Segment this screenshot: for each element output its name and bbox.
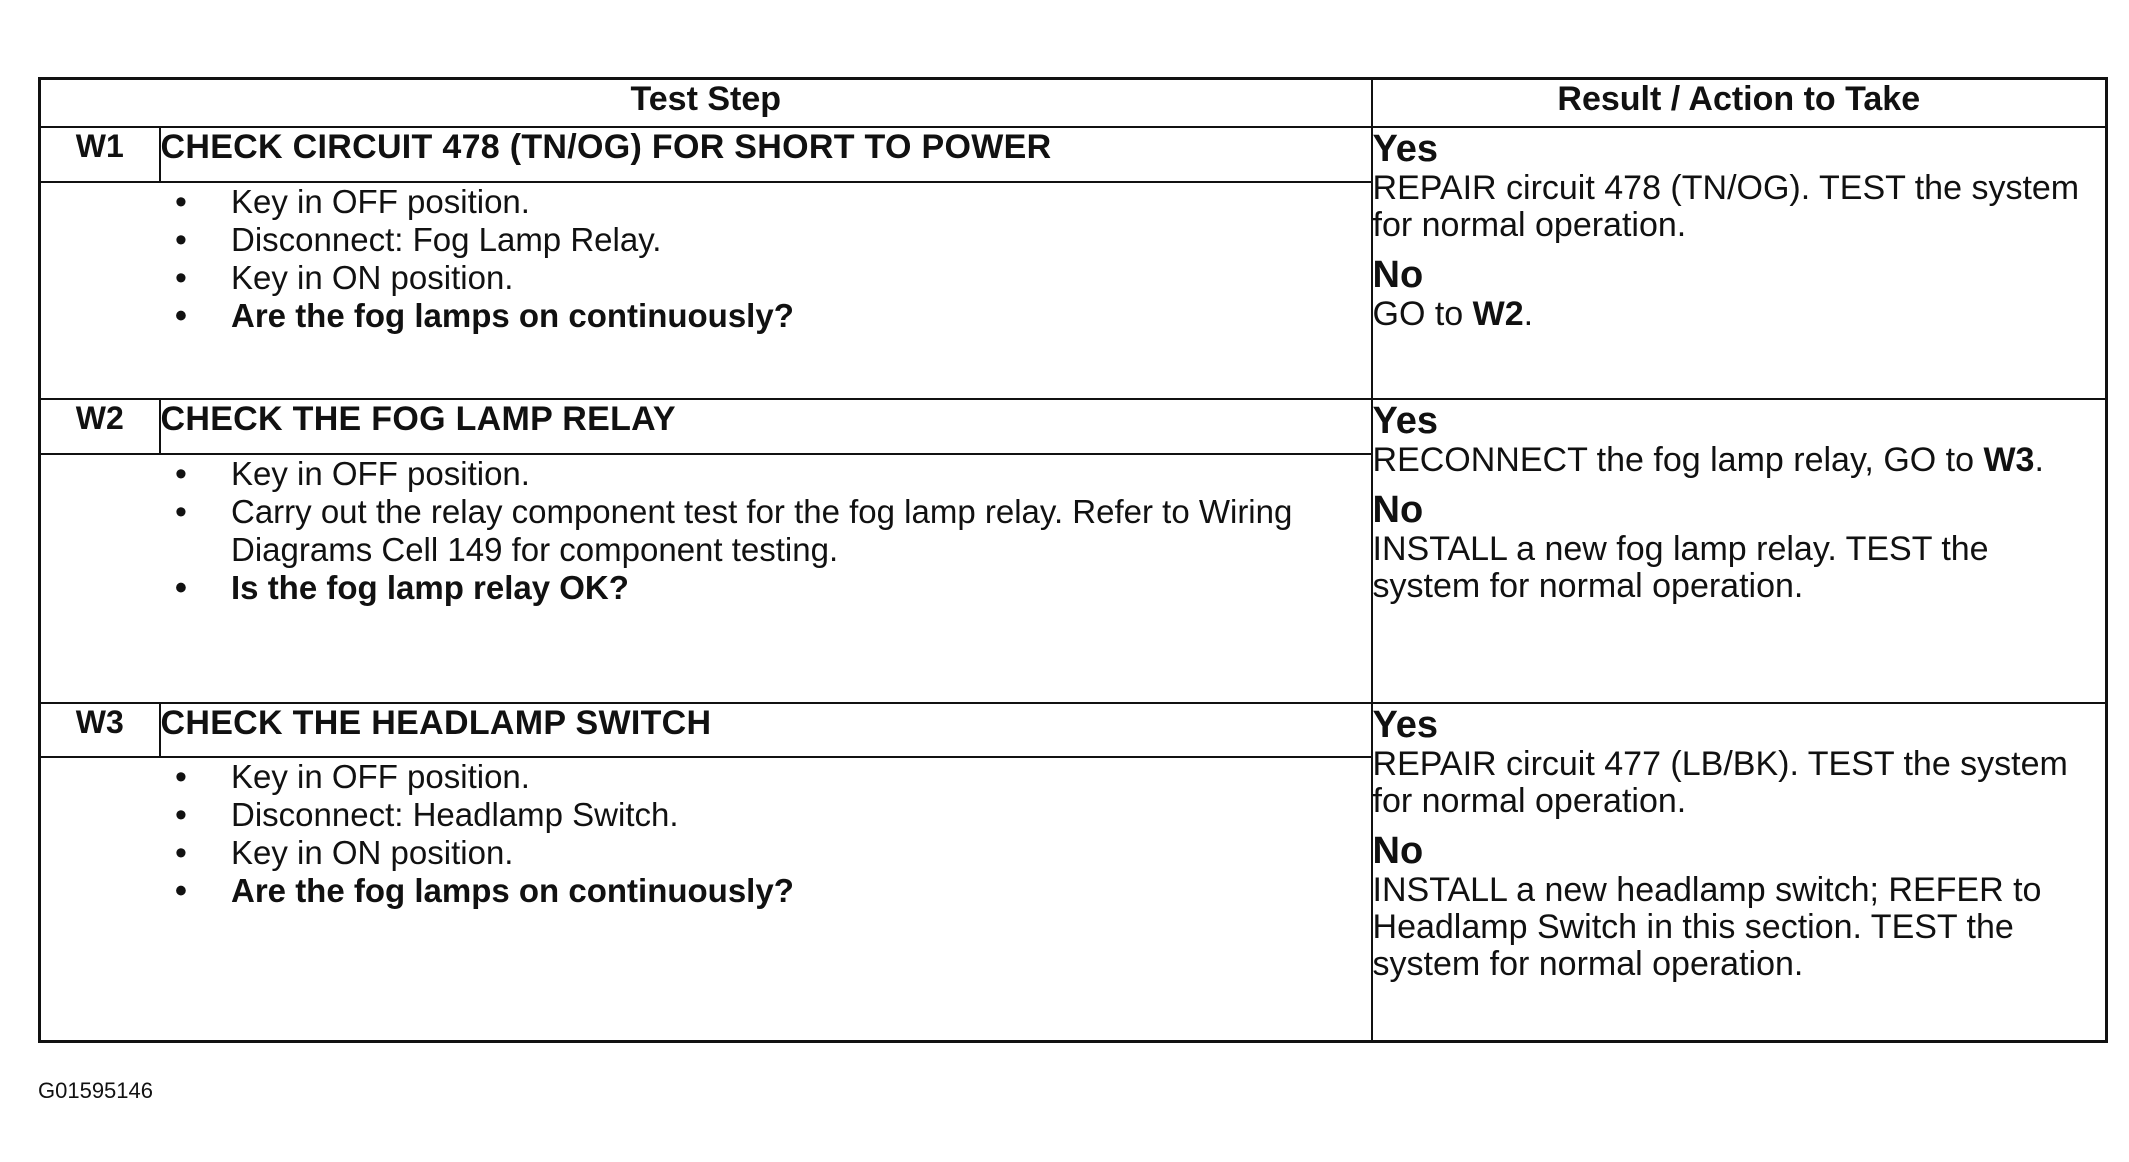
yes-action-w2-text: RECONNECT the fog lamp relay, GO to [1372, 441, 1984, 479]
step-title-row-w3: W3 CHECK THE HEADLAMP SWITCH Yes REPAIR … [38, 701, 2108, 1043]
diagnostic-table-container: Test Step Result / Action to Take W1 CHE… [38, 77, 2109, 1043]
step-title-w1: CHECK CIRCUIT 478 (TN/OG) FOR SHORT TO P… [158, 125, 1373, 184]
header-result-action: Result / Action to Take [1370, 77, 2108, 128]
bullet-item: Key in ON position. [175, 834, 1371, 872]
yes-action-w1: REPAIR circuit 478 (TN/OG). TEST the sys… [1372, 169, 2080, 244]
no-action-w1-link: W2 [1472, 295, 1524, 333]
bullet-question: Are the fog lamps on continuously? [175, 872, 1371, 910]
bullet-item: Key in OFF position. [175, 455, 1371, 493]
yes-action-w2-end: . [2034, 441, 2044, 479]
step-title-w2: CHECK THE FOG LAMP RELAY [158, 398, 1373, 455]
step-title-w3: CHECK THE HEADLAMP SWITCH [158, 701, 1373, 759]
no-action-w1: GO to W2. [1373, 296, 2106, 333]
bullet-item: Key in OFF position. [175, 758, 1371, 796]
no-label-w1: No [1372, 254, 1424, 296]
step-bullets-w1: Key in OFF position. Disconnect: Fog Lam… [41, 183, 1371, 335]
yes-action-w3: REPAIR circuit 477 (LB/BK). TEST the sys… [1372, 745, 2068, 820]
no-action-w1-end: . [1523, 295, 1534, 333]
yes-action-w2-link: W3 [1983, 441, 2035, 479]
step-body-row-w1: Key in OFF position. Disconnect: Fog Lam… [38, 181, 2107, 400]
step-id-w1: W1 [38, 125, 161, 184]
no-action-w1-text: GO to [1372, 295, 1473, 333]
step-body-w1: Key in OFF position. Disconnect: Fog Lam… [38, 181, 1373, 400]
step-body-row-w2: Key in OFF position. Carry out the relay… [38, 452, 2107, 704]
figure-id: G01595146 [38, 1078, 153, 1103]
pinpoint-test-table: Test Step Result / Action to Take W1 CHE… [38, 77, 2109, 1043]
result-cell-w1: Yes REPAIR circuit 478 (TN/OG). TEST the… [1370, 126, 2108, 400]
yes-label-w3: Yes [1372, 704, 1439, 746]
step-title-row-w2: W2 CHECK THE FOG LAMP RELAY Yes RECONNEC… [38, 398, 2108, 704]
step-bullets-w2: Key in OFF position. Carry out the relay… [41, 455, 1371, 607]
no-label-w2: No [1372, 489, 1424, 531]
bullet-item: Disconnect: Fog Lamp Relay. [175, 221, 1371, 259]
no-action-w3: INSTALL a new headlamp switch; REFER to … [1372, 871, 2042, 983]
step-id-w2: W2 [38, 398, 161, 455]
yes-label-w1: Yes [1372, 128, 1439, 170]
step-bullets-w3: Key in OFF position. Disconnect: Headlam… [41, 758, 1371, 910]
bullet-item: Carry out the relay component test for t… [175, 493, 1371, 569]
step-id-w3: W3 [38, 701, 161, 759]
step-title-row-w1: W1 CHECK CIRCUIT 478 (TN/OG) FOR SHORT T… [38, 125, 2108, 400]
bullet-item: Key in ON position. [175, 259, 1371, 297]
header-test-step: Test Step [38, 77, 1373, 128]
step-body-row-w3: Key in OFF position. Disconnect: Headlam… [38, 756, 2107, 1043]
step-body-w2: Key in OFF position. Carry out the relay… [38, 452, 1373, 704]
step-body-w3: Key in OFF position. Disconnect: Headlam… [38, 756, 1373, 1043]
result-cell-w2: Yes RECONNECT the fog lamp relay, GO to … [1370, 398, 2108, 704]
yes-label-w2: Yes [1372, 400, 1439, 442]
yes-action-w2: RECONNECT the fog lamp relay, GO to W3. [1373, 442, 2106, 479]
no-action-w2: INSTALL a new fog lamp relay. TEST the s… [1372, 530, 1989, 605]
bullet-item: Disconnect: Headlamp Switch. [175, 796, 1371, 834]
no-label-w3: No [1372, 830, 1424, 872]
bullet-question: Are the fog lamps on continuously? [175, 297, 1371, 335]
bullet-question: Is the fog lamp relay OK? [175, 569, 1371, 607]
bullet-item: Key in OFF position. [175, 183, 1371, 221]
table-header-row: Test Step Result / Action to Take [38, 77, 2108, 128]
result-cell-w3: Yes REPAIR circuit 477 (LB/BK). TEST the… [1370, 702, 2108, 1043]
